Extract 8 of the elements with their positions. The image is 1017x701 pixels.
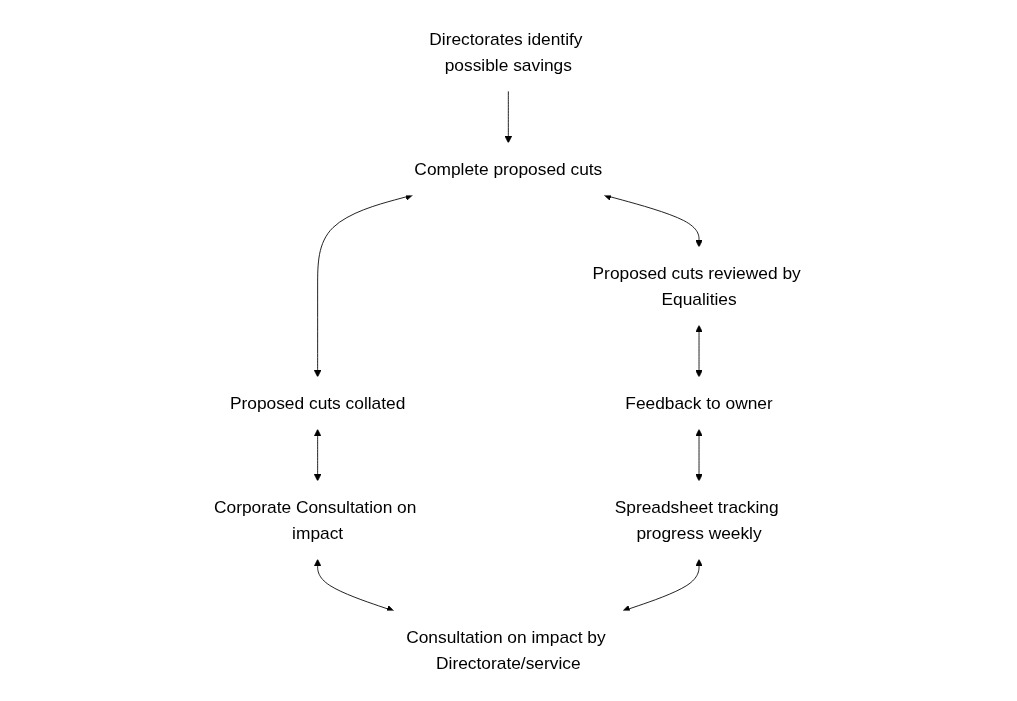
node-text: Proposed cuts reviewed by Equalities xyxy=(592,262,801,309)
node-text: Corporate Consultation on impact xyxy=(214,496,417,543)
node-text: Proposed cuts collated xyxy=(230,392,406,413)
node-text: Complete proposed cuts xyxy=(414,158,603,178)
node-text: Feedback to owner xyxy=(625,392,773,413)
node-text: Spreadsheet tracking progress weekly xyxy=(614,496,779,543)
node-text: Consultation on impact by Directorate/service xyxy=(406,627,606,673)
node-text: Directorates identify possible savings xyxy=(429,28,583,74)
